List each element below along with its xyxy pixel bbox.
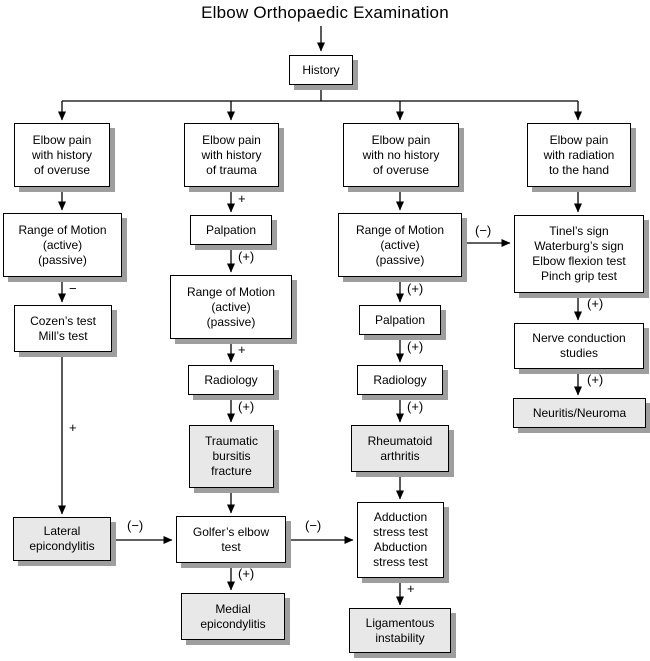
- edge-label-neg-lateral-golfers: (−): [127, 518, 144, 533]
- node-palpation-no-overuse: Palpation: [359, 305, 441, 335]
- edge-label-plus-rom2-radiology2: +: [238, 342, 246, 357]
- node-history: History: [289, 55, 353, 85]
- edge-label-plus-palpation3-radiology3: (+): [407, 339, 424, 354]
- node-elbow-pain-no-history-overuse: Elbow pain with no history of overuse: [343, 123, 459, 187]
- node-palpation-trauma: Palpation: [190, 215, 272, 245]
- edge-label-plus-cozens-lateral: +: [69, 420, 77, 435]
- node-traumatic-bursitis-fracture: Traumatic bursitis fracture: [189, 425, 274, 488]
- edge-label-neg-golfers-adduction: (−): [305, 518, 322, 533]
- node-cozens-mills-test: Cozen’s test Mill’s test: [14, 305, 112, 352]
- edge-label-plus-nerve-neuritis: (+): [587, 372, 604, 387]
- edge-label-plus-radiology3-rheumatoid: (+): [407, 399, 424, 414]
- edge-label-plus-adduction-ligamentous: +: [407, 581, 415, 596]
- edge-label-neg-rom3-tinel: (−): [475, 223, 492, 238]
- node-neuritis-neuroma: Neuritis/Neuroma: [513, 398, 646, 428]
- node-golfers-elbow-test: Golfer’s elbow test: [176, 516, 286, 563]
- node-tinels-waterburgs-flexion-pinch: Tinel’s sign Waterburg’s sign Elbow flex…: [514, 215, 644, 293]
- node-nerve-conduction-studies: Nerve conduction studies: [514, 323, 644, 369]
- edge-label-plus-golfers-medial: (+): [238, 566, 255, 581]
- node-ligamentous-instability: Ligamentous instability: [349, 608, 451, 653]
- edge-label-plus-tinel-nerve: (+): [587, 296, 604, 311]
- node-range-of-motion-2: Range of Motion (active) (passive): [170, 275, 292, 339]
- node-lateral-epicondylitis: Lateral epicondylitis: [13, 517, 111, 561]
- edge-label-plus-trauma-palpation: +: [238, 191, 246, 206]
- node-radiology-trauma: Radiology: [188, 365, 274, 395]
- node-rheumatoid-arthritis: Rheumatoid arthritis: [351, 425, 449, 472]
- node-elbow-pain-history-overuse: Elbow pain with history of overuse: [14, 123, 110, 187]
- node-radiology-no-overuse: Radiology: [357, 365, 443, 395]
- node-adduction-abduction-stress-test: Adduction stress test Abduction stress t…: [357, 502, 444, 578]
- edge-label-minus-rom1-cozens: −: [69, 281, 77, 296]
- edge-label-plus-rom3-palpation3: (+): [407, 281, 424, 296]
- edge-label-plus-palpation2-rom2: (+): [238, 249, 255, 264]
- node-range-of-motion-3: Range of Motion (active) (passive): [338, 213, 462, 277]
- edge-label-plus-radiology2-traumatic: (+): [238, 399, 255, 414]
- diagram-title: Elbow Orthopaedic Examination: [201, 3, 449, 22]
- node-elbow-pain-history-trauma: Elbow pain with history of trauma: [184, 123, 279, 187]
- node-range-of-motion-1: Range of Motion (active) (passive): [3, 213, 122, 277]
- node-medial-epicondylitis: Medial epicondylitis: [181, 593, 285, 640]
- node-elbow-pain-radiation-hand: Elbow pain with radiation to the hand: [527, 123, 631, 187]
